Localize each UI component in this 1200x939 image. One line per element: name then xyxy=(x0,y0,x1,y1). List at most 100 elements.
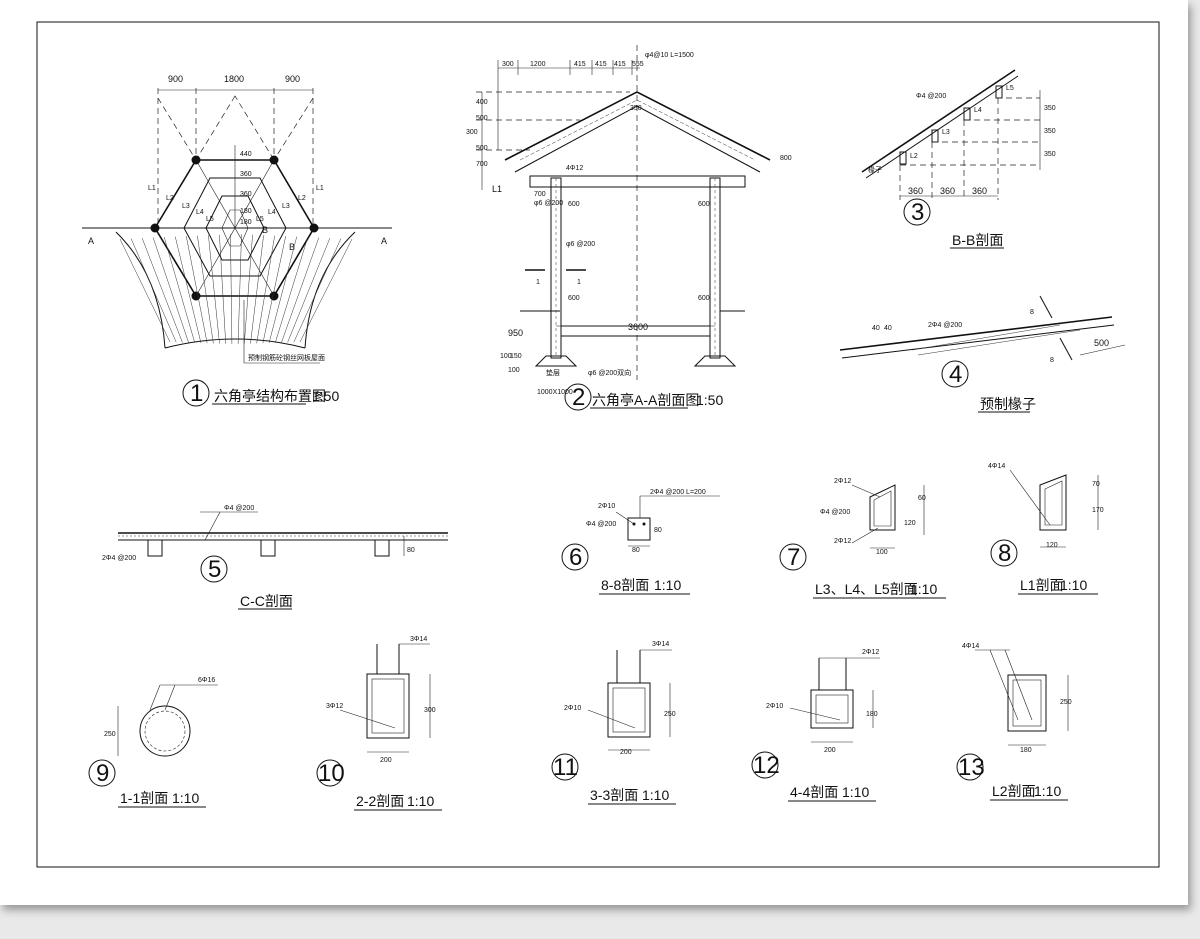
scale-2: 1:50 xyxy=(696,392,723,408)
detail-number-5: 5 xyxy=(208,556,221,583)
scale-6: 1:10 xyxy=(654,577,681,593)
section-l1-drawing xyxy=(1009,469,1099,548)
dim-360a: 360 xyxy=(240,171,252,178)
section-aa-dimensions: 300 1200 415 415 415 555 φ4@10 L=1500 40… xyxy=(466,52,792,396)
footing-rebar: φ6 @200双向 xyxy=(588,368,631,377)
bb-dim-350c: 350 xyxy=(1044,151,1056,158)
left-dim-500a: 500 xyxy=(476,115,488,122)
title-9: 1-1剖面 xyxy=(120,790,168,806)
s8-dim-120: 120 xyxy=(1046,542,1058,549)
col-600-c: 600 xyxy=(568,295,580,302)
label-l5-right: L5 xyxy=(256,216,264,223)
label-l4-left: L4 xyxy=(196,209,204,216)
beam-rebar: 4Φ12 xyxy=(566,165,583,172)
s88-rebar-top: 2Φ4 @200 L=200 xyxy=(650,489,706,496)
scale-12: 1:10 xyxy=(842,784,869,800)
detail-marker-6 xyxy=(561,543,589,571)
top-dim-300: 300 xyxy=(502,61,514,68)
detail-number-2: 2 xyxy=(572,384,585,411)
cad-drawing: 900 1800 900 440 360 360 180 180 A A B B… xyxy=(36,21,1160,868)
s10-bottom-bars: 3Φ12 xyxy=(326,703,343,710)
s88-dim-height: 80 xyxy=(654,527,662,534)
section-l2-drawing xyxy=(975,649,1069,746)
s8-dim-170: 170 xyxy=(1092,507,1104,514)
title-3: B-B剖面 xyxy=(952,232,1003,248)
title-5: C-C剖面 xyxy=(240,593,293,609)
bb-dim-360b: 360 xyxy=(940,186,955,196)
s11-dim-250: 250 xyxy=(664,711,676,718)
detail-number-13: 13 xyxy=(958,754,985,781)
dim-360b: 360 xyxy=(240,191,252,198)
section-1-1-drawing xyxy=(117,684,218,757)
bb-dim-350b: 350 xyxy=(1044,128,1056,135)
beam-l1-label: L1 xyxy=(492,184,502,194)
detail-number-3: 3 xyxy=(911,199,924,226)
s11-dim-200: 200 xyxy=(620,749,632,756)
top-dim-415a: 415 xyxy=(574,61,586,68)
drawing-sheet: 900 1800 900 440 360 360 180 180 A A B B… xyxy=(0,0,1188,905)
col-600-d: 600 xyxy=(698,295,710,302)
detail-marker-11 xyxy=(551,753,579,781)
s12-dim-200: 200 xyxy=(824,747,836,754)
s13-dim-250: 250 xyxy=(1060,699,1072,706)
precast-rafter-drawing xyxy=(839,295,1126,361)
scale-13: 1:10 xyxy=(1034,783,1061,799)
drawing-border xyxy=(36,21,1160,868)
s88-stirrup: Φ4 @200 xyxy=(586,521,616,528)
title-4: 预制椽子 xyxy=(980,396,1036,412)
bb-section-drawing xyxy=(861,69,1041,200)
section-4-4-drawing xyxy=(789,657,880,743)
plan-dimensions: 900 1800 900 440 360 360 180 180 A A B B… xyxy=(88,74,387,362)
dim-180b: 180 xyxy=(240,219,252,226)
left-dim-500b: 500 xyxy=(476,145,488,152)
rafter-dim-40b: 40 xyxy=(884,325,892,332)
left-dim-400: 400 xyxy=(476,99,488,106)
label-l4-right: L4 xyxy=(268,209,276,216)
s8-dim-70: 70 xyxy=(1092,481,1100,488)
dim-180a: 180 xyxy=(240,208,252,215)
rebar-note-top: φ4@10 L=1500 xyxy=(645,52,694,59)
stirrup-note-a: φ6 @200 xyxy=(534,200,563,207)
bb-dim-360a: 360 xyxy=(908,186,923,196)
section-8-8-drawing xyxy=(615,495,720,547)
top-dim-1200: 1200 xyxy=(530,61,546,68)
scale-11: 1:10 xyxy=(642,787,669,803)
s10-dim-300: 300 xyxy=(424,707,436,714)
col-600-b: 600 xyxy=(698,201,710,208)
s9-dim-250: 250 xyxy=(104,731,116,738)
detail-marker-10 xyxy=(316,759,344,787)
detail-marker-1 xyxy=(182,379,210,407)
s12-bottom-bars: 2Φ10 xyxy=(766,703,783,710)
s8-bars: 4Φ14 xyxy=(988,463,1005,470)
footing-size: 1000X1000 xyxy=(537,389,573,396)
col-600-a: 600 xyxy=(568,201,580,208)
dim-700-beam: 700 xyxy=(534,191,546,198)
rafter-labels: 2Φ4 @200 40 40 8 8 500 xyxy=(872,309,1109,364)
s12-dim-180: 180 xyxy=(866,711,878,718)
label-b-top: B xyxy=(262,225,268,235)
detail-number-1: 1 xyxy=(190,380,203,407)
rafter-mark-8b: 8 xyxy=(1050,357,1054,364)
detail-number-7: 7 xyxy=(787,544,800,571)
bb-dim-360c: 360 xyxy=(972,186,987,196)
s7-dim-100: 100 xyxy=(876,549,888,556)
title-2: 六角亭A-A剖面图 xyxy=(592,392,699,408)
cc-dim-80: 80 xyxy=(407,547,415,554)
title-7: L3、L4、L5剖面 xyxy=(815,581,918,597)
s7-stirrup: Φ4 @200 xyxy=(820,509,850,516)
s13-bars: 4Φ14 xyxy=(962,643,979,650)
label-l1-right: L1 xyxy=(316,185,324,192)
scale-7: 1:10 xyxy=(910,581,937,597)
span-3600: 3600 xyxy=(628,322,648,332)
cc-section-drawing xyxy=(118,511,448,557)
title-12: 4-4剖面 xyxy=(790,784,838,800)
label-l2-left: L2 xyxy=(166,195,174,202)
detail-number-10: 10 xyxy=(318,760,345,787)
dim-100b: 100 xyxy=(508,367,520,374)
s11-bottom-bars: 2Φ10 xyxy=(564,705,581,712)
left-dim-300: 300 xyxy=(466,129,478,136)
s10-top-bars: 3Φ14 xyxy=(410,636,427,643)
scale-8: 1:10 xyxy=(1060,577,1087,593)
scale-10: 1:10 xyxy=(407,793,434,809)
height-950: 950 xyxy=(508,328,523,338)
